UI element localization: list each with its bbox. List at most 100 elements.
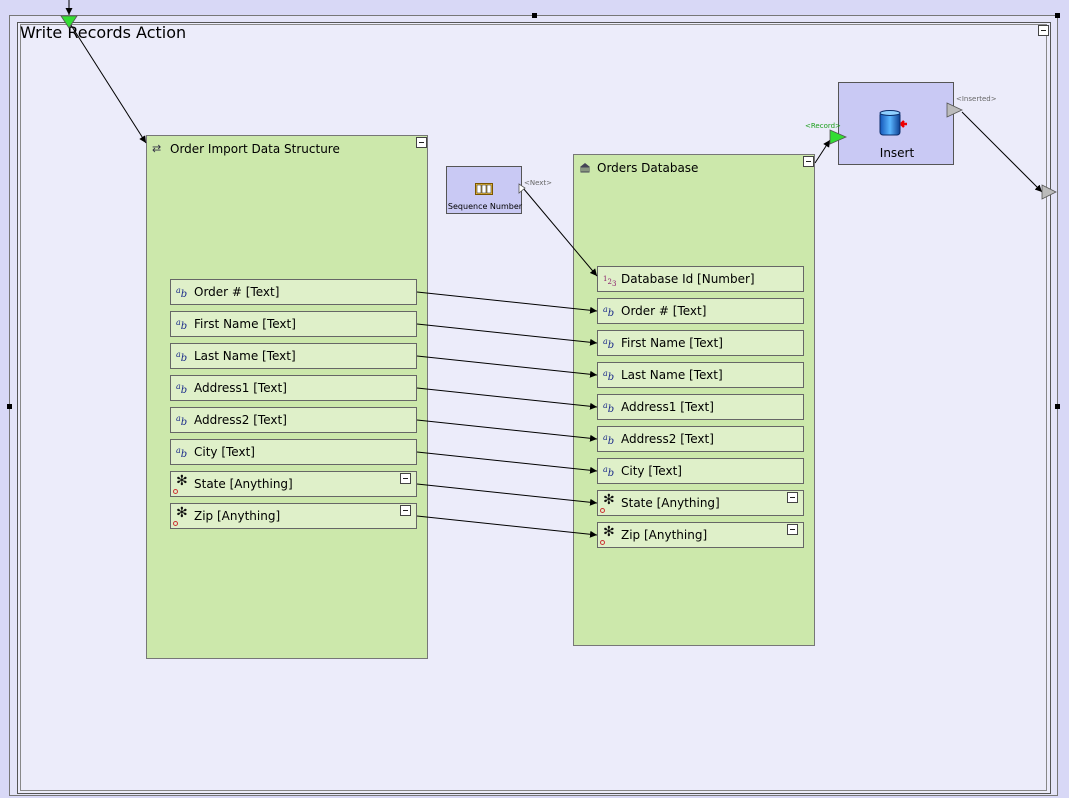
optional-marker-icon — [600, 540, 605, 545]
entry-wire[interactable] — [68, 21, 147, 144]
frame-title: Write Records Action — [20, 23, 187, 42]
anything-type-icon: ✻ — [603, 492, 615, 508]
source-field-label: State [Anything] — [194, 477, 293, 491]
target-field-label: Address1 [Text] — [621, 400, 714, 414]
optional-marker-icon — [173, 521, 178, 526]
target-field-label: Zip [Anything] — [621, 528, 708, 542]
sequence-counter-icon — [475, 183, 493, 195]
orders-database-collapse-button[interactable] — [803, 156, 814, 167]
optional-marker-icon — [173, 489, 178, 494]
target-field-row[interactable]: ab First Name [Text] — [597, 330, 804, 356]
field-mapping-wire[interactable] — [416, 515, 598, 538]
text-type-icon: ab — [176, 446, 188, 460]
source-field-label: Last Name [Text] — [194, 349, 296, 363]
anything-type-icon: ✻ — [603, 524, 615, 540]
insert-node[interactable]: Insert — [838, 82, 954, 165]
resize-handle-top[interactable] — [532, 13, 537, 18]
inserted-out-wire[interactable] — [961, 111, 1043, 193]
target-field-row[interactable]: ab City [Text] — [597, 458, 804, 484]
field-mapping-wire[interactable] — [416, 291, 598, 314]
target-field-label: Database Id [Number] — [621, 272, 755, 286]
text-type-icon: ab — [603, 465, 615, 479]
field-mapping-wire[interactable] — [416, 323, 598, 346]
source-field-collapse-button[interactable] — [400, 473, 411, 484]
sequence-next-port-label: <Next> — [524, 179, 553, 187]
insert-database-icon — [879, 110, 907, 136]
target-field-label: First Name [Text] — [621, 336, 723, 350]
insert-record-port-icon[interactable] — [829, 129, 847, 145]
source-field-row[interactable]: ab Last Name [Text] — [170, 343, 417, 369]
next-action-port-icon[interactable] — [1041, 184, 1057, 200]
number-type-icon: 123 — [603, 275, 617, 288]
sequence-next-port-icon[interactable] — [518, 183, 526, 194]
source-field-label: Order # [Text] — [194, 285, 280, 299]
source-field-label: First Name [Text] — [194, 317, 296, 331]
insert-node-label: Insert — [879, 146, 915, 160]
source-structure-title: Order Import Data Structure — [170, 142, 340, 156]
text-type-icon: ab — [603, 369, 615, 383]
target-field-label: State [Anything] — [621, 496, 720, 510]
sequence-number-node[interactable]: Sequence Number — [446, 166, 522, 214]
text-type-icon: ab — [603, 337, 615, 351]
target-field-row[interactable]: 123 Database Id [Number] — [597, 266, 804, 292]
source-field-label: City [Text] — [194, 445, 255, 459]
insert-inserted-port-icon[interactable] — [946, 102, 963, 118]
source-structure-collapse-button[interactable] — [416, 137, 427, 148]
action-frame-inner-border — [20, 24, 1047, 791]
source-field-row[interactable]: ✻ Zip [Anything] — [170, 503, 417, 529]
source-field-collapse-button[interactable] — [400, 505, 411, 516]
target-field-label: Address2 [Text] — [621, 432, 714, 446]
frame-collapse-button[interactable] — [1038, 25, 1049, 36]
target-field-collapse-button[interactable] — [787, 524, 798, 535]
text-type-icon: ab — [603, 401, 615, 415]
target-field-label: Last Name [Text] — [621, 368, 723, 382]
anything-type-icon: ✻ — [176, 505, 188, 521]
optional-marker-icon — [600, 508, 605, 513]
text-type-icon: ab — [176, 414, 188, 428]
sequence-number-label: Sequence Number — [447, 202, 523, 211]
source-field-row[interactable]: ab Address1 [Text] — [170, 375, 417, 401]
target-field-row[interactable]: ab Last Name [Text] — [597, 362, 804, 388]
resize-handle-right[interactable] — [1055, 404, 1060, 409]
orders-database-title: Orders Database — [597, 161, 699, 175]
source-field-label: Address2 [Text] — [194, 413, 287, 427]
target-field-row[interactable]: ab Address2 [Text] — [597, 426, 804, 452]
target-field-collapse-button[interactable] — [787, 492, 798, 503]
text-type-icon: ab — [176, 318, 188, 332]
entry-port-icon[interactable] — [60, 15, 78, 29]
record-to-insert-wire[interactable] — [814, 139, 831, 164]
text-type-icon: ab — [603, 305, 615, 319]
database-icon — [580, 163, 590, 173]
anything-type-icon: ✻ — [176, 473, 188, 489]
source-field-row[interactable]: ab First Name [Text] — [170, 311, 417, 337]
text-type-icon: ab — [176, 286, 188, 300]
target-field-label: City [Text] — [621, 464, 682, 478]
target-field-label: Order # [Text] — [621, 304, 707, 318]
insert-record-port-label: <Record> — [805, 122, 841, 130]
resize-handle-top-right[interactable] — [1055, 13, 1060, 18]
text-type-icon: ab — [603, 433, 615, 447]
text-type-icon: ab — [176, 382, 188, 396]
text-type-icon: ab — [176, 350, 188, 364]
field-mapping-wire[interactable] — [416, 387, 598, 410]
insert-inserted-port-label: <Inserted> — [956, 95, 997, 103]
structure-icon: ⇄ — [152, 142, 162, 155]
field-mapping-wire[interactable] — [416, 355, 598, 378]
resize-handle-left[interactable] — [7, 404, 12, 409]
target-field-row[interactable]: ✻ State [Anything] — [597, 490, 804, 516]
source-field-row[interactable]: ab Address2 [Text] — [170, 407, 417, 433]
source-field-row[interactable]: ✻ State [Anything] — [170, 471, 417, 497]
target-field-row[interactable]: ab Address1 [Text] — [597, 394, 804, 420]
field-mapping-wire[interactable] — [416, 451, 598, 474]
field-mapping-wire[interactable] — [416, 483, 598, 506]
source-field-label: Zip [Anything] — [194, 509, 281, 523]
source-field-row[interactable]: ab Order # [Text] — [170, 279, 417, 305]
sequence-to-id-wire[interactable] — [522, 187, 598, 277]
field-mapping-wire[interactable] — [416, 419, 598, 442]
source-field-label: Address1 [Text] — [194, 381, 287, 395]
target-field-row[interactable]: ab Order # [Text] — [597, 298, 804, 324]
target-field-row[interactable]: ✻ Zip [Anything] — [597, 522, 804, 548]
source-field-row[interactable]: ab City [Text] — [170, 439, 417, 465]
